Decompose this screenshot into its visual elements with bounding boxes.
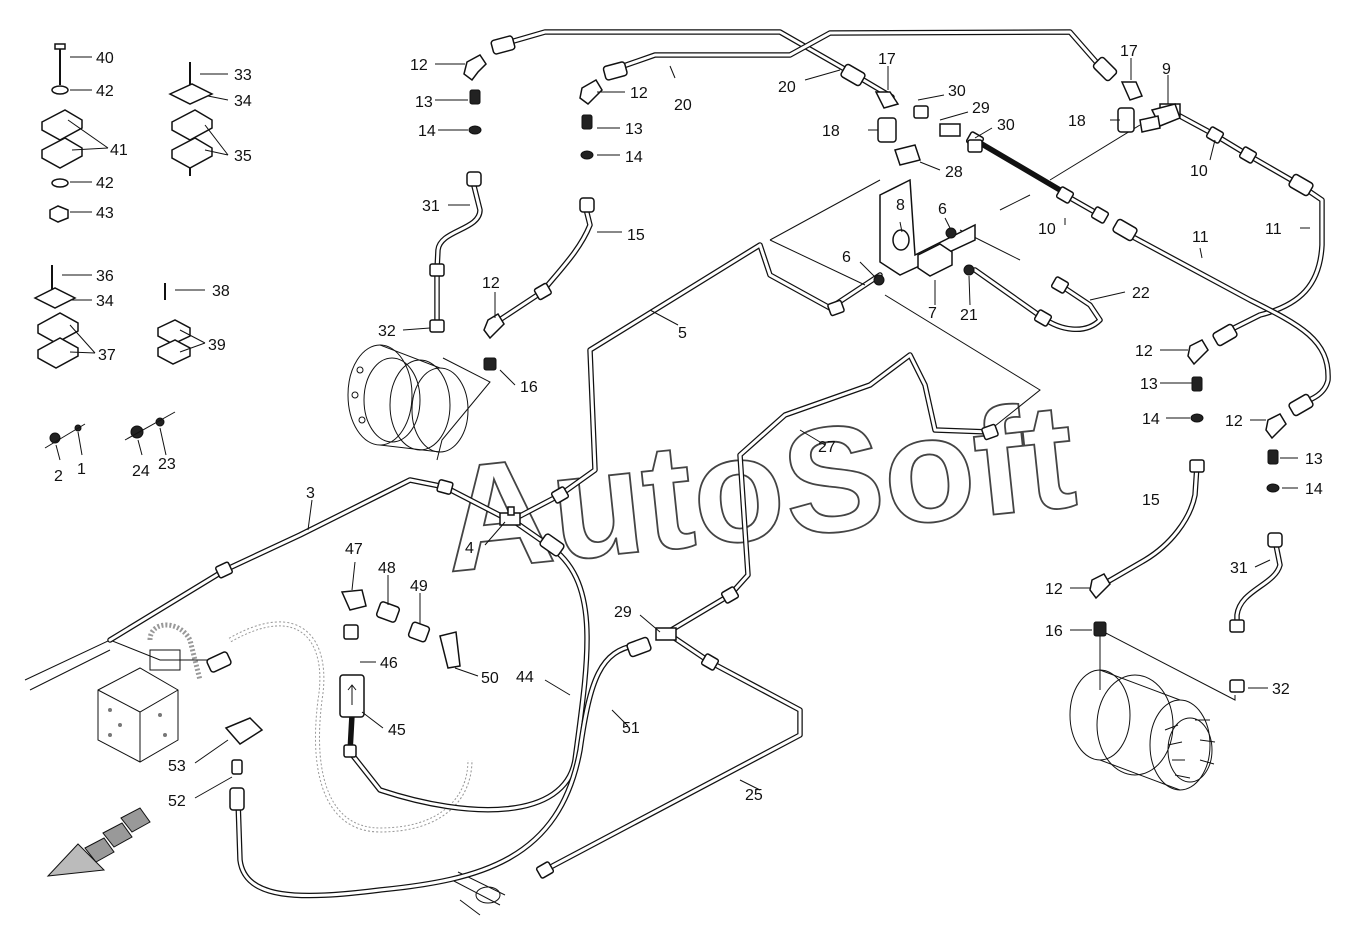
callout-label: 14 [1142, 411, 1160, 428]
valve-block [97, 649, 181, 763]
callout-label: 50 [481, 670, 499, 687]
callout-label: 11 [1265, 221, 1282, 238]
callout-label: 17 [1120, 43, 1138, 60]
wheel-motor-right [1069, 669, 1216, 791]
callout-label: 13 [415, 94, 433, 111]
callout-label: 20 [674, 97, 692, 114]
callout-label: 15 [1142, 492, 1160, 509]
callout-label: 6 [842, 249, 851, 266]
callout-label: 12 [1135, 343, 1153, 360]
callout-label: 42 [96, 83, 114, 100]
callout-label: 45 [388, 722, 406, 739]
callout-label: 17 [878, 51, 896, 68]
callout-label: 12 [1045, 581, 1063, 598]
callout-label: 47 [345, 541, 363, 558]
callout-label: 23 [158, 456, 176, 473]
callout-label: 2 [54, 468, 63, 485]
callout-label: 29 [614, 604, 632, 621]
callout-label: 43 [96, 205, 114, 222]
callout-label: 14 [418, 123, 436, 140]
callout-label: 31 [422, 198, 440, 215]
callout-label: 14 [1305, 481, 1323, 498]
pump-sketch [451, 871, 506, 916]
callout-label: 29 [972, 100, 990, 117]
callout-label: 13 [1305, 451, 1323, 468]
callout-label: 6 [938, 201, 947, 218]
callout-label: 12 [482, 275, 500, 292]
callout-label: 33 [234, 67, 252, 84]
callout-label: 7 [928, 305, 937, 322]
callout-label: 13 [1140, 376, 1158, 393]
callout-label: 48 [378, 560, 396, 577]
pipes [107, 29, 1331, 899]
callout-label: 27 [818, 439, 836, 456]
callout-label: 49 [410, 578, 428, 595]
callout-label: 10 [1190, 163, 1208, 180]
callout-label: 51 [622, 720, 640, 737]
frame-lines [436, 124, 1236, 701]
callout-label: 35 [234, 148, 252, 165]
callout-label: 31 [1230, 560, 1248, 577]
callout-label: 5 [678, 325, 687, 342]
callout-label: 9 [1162, 61, 1171, 78]
fittings [44, 35, 1314, 879]
callout-label: 16 [520, 379, 538, 396]
callout-label: 21 [960, 307, 978, 324]
callout-label: 53 [168, 758, 186, 775]
wheel-motor-left [347, 344, 469, 453]
clamp-kits [33, 43, 214, 369]
callout-label: 42 [96, 175, 114, 192]
ghost-components [24, 621, 473, 833]
callout-label: 18 [822, 123, 840, 140]
callout-label: 32 [1272, 681, 1290, 698]
callout-label: 38 [212, 283, 230, 300]
callout-label: 1 [77, 461, 86, 478]
callout-label: 10 [1038, 221, 1056, 238]
callout-label: 8 [896, 197, 905, 214]
callout-label: 20 [778, 79, 796, 96]
callout-label: 37 [98, 347, 116, 364]
callout-label: 46 [380, 655, 398, 672]
callout-label: 12 [630, 85, 648, 102]
callout-label: 24 [132, 463, 150, 480]
direction-arrow [46, 807, 151, 877]
callout-label: 3 [306, 485, 315, 502]
callout-label: 39 [208, 337, 226, 354]
callout-label: 30 [997, 117, 1015, 134]
callout-label: 52 [168, 793, 186, 810]
leader-lines [55, 56, 1310, 799]
callout-label: 34 [234, 93, 252, 110]
callout-label: 12 [1225, 413, 1243, 430]
callout-label: 36 [96, 268, 114, 285]
callout-label: 16 [1045, 623, 1063, 640]
callout-label: 40 [96, 50, 114, 67]
callout-labels: 40 42 41 42 43 33 34 35 36 34 37 38 39 2… [54, 43, 1323, 810]
watermark: AutoSoft [435, 370, 1082, 603]
callout-label: 28 [945, 164, 963, 181]
callout-label: 14 [625, 149, 643, 166]
callout-label: 11 [1192, 229, 1209, 246]
callout-label: 12 [410, 57, 428, 74]
callout-label: 30 [948, 83, 966, 100]
callout-label: 18 [1068, 113, 1086, 130]
callout-label: 22 [1132, 285, 1150, 302]
callout-label: 34 [96, 293, 114, 310]
callout-label: 32 [378, 323, 396, 340]
callout-label: 41 [110, 142, 128, 159]
callout-label: 4 [465, 540, 474, 557]
callout-label: 15 [627, 227, 645, 244]
callout-label: 25 [745, 787, 763, 804]
callout-label: 44 [516, 669, 534, 686]
callout-label: 13 [625, 121, 643, 138]
